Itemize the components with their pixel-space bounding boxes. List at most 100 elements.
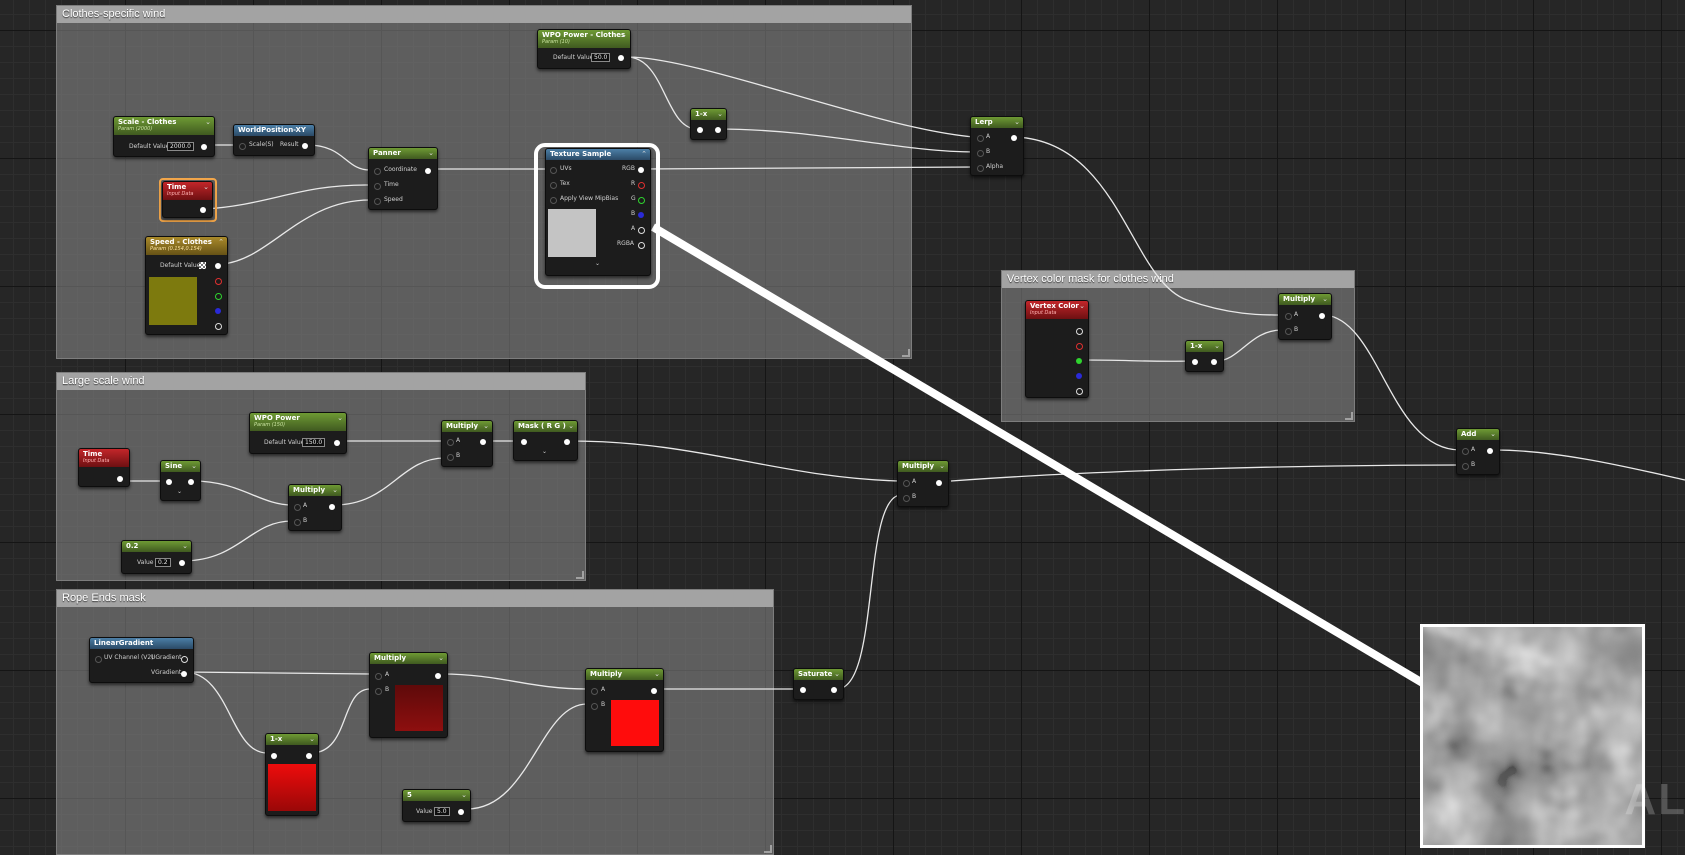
- output-pin-b[interactable]: [638, 212, 644, 218]
- node-lerp[interactable]: Lerp⌄ A B Alpha: [970, 116, 1024, 176]
- output-pin[interactable]: [715, 127, 721, 133]
- input-pin-coordinate[interactable]: [374, 168, 381, 175]
- output-pin-b[interactable]: [215, 308, 221, 314]
- output-pin-r[interactable]: [638, 182, 645, 189]
- chevron-down-icon[interactable]: ⌄: [309, 735, 315, 743]
- output-pin[interactable]: [306, 753, 312, 759]
- output-pin[interactable]: [334, 440, 340, 446]
- node-saturate[interactable]: Saturate⌄: [793, 668, 844, 700]
- chevron-down-icon[interactable]: ⌄: [203, 183, 209, 191]
- node-constant-0-2[interactable]: 0.2⌄ Value 0.2: [121, 540, 192, 574]
- chevron-down-icon[interactable]: ⌄: [939, 462, 945, 470]
- output-pin[interactable]: [480, 439, 486, 445]
- node-mask-r[interactable]: Mask ( R G )⌄ ⌄: [513, 420, 578, 461]
- input-pin-b[interactable]: [1462, 463, 1469, 470]
- output-pin-g[interactable]: [1076, 358, 1082, 364]
- output-pin-rgb[interactable]: [215, 263, 221, 269]
- value-field[interactable]: 0.2: [155, 558, 171, 567]
- input-pin-b[interactable]: [591, 703, 598, 710]
- value-field[interactable]: 5.0: [434, 807, 450, 816]
- input-pin[interactable]: [800, 687, 806, 693]
- input-pin-uvs[interactable]: [550, 167, 557, 174]
- output-pin[interactable]: [329, 504, 335, 510]
- node-linear-gradient[interactable]: LinearGradient UV Channel (V2) UGradient…: [89, 637, 194, 683]
- chevron-down-icon[interactable]: ⌄: [182, 542, 188, 550]
- input-pin-a[interactable]: [1462, 448, 1469, 455]
- node-texture-sample[interactable]: Texture Sample⌃ UVs Tex Apply View MipBi…: [545, 148, 651, 276]
- input-pin-a[interactable]: [591, 688, 598, 695]
- input-pin[interactable]: [271, 753, 277, 759]
- chevron-down-icon[interactable]: ⌄: [1490, 430, 1496, 438]
- input-pin-a[interactable]: [375, 673, 382, 680]
- output-pin-b[interactable]: [1076, 373, 1082, 379]
- input-pin-a[interactable]: [447, 439, 454, 446]
- output-pin[interactable]: [1487, 448, 1493, 454]
- input-pin-b[interactable]: [375, 688, 382, 695]
- chevron-down-icon[interactable]: ⌄: [1214, 342, 1220, 350]
- output-pin-vgradient[interactable]: [181, 671, 187, 677]
- chevron-down-icon[interactable]: ⌄: [595, 260, 601, 267]
- chevron-down-icon[interactable]: ⌄: [191, 462, 197, 470]
- node-world-position-xy[interactable]: WorldPosition-XY Scale(S) Result: [233, 124, 315, 156]
- input-pin-b[interactable]: [903, 495, 910, 502]
- checker-icon[interactable]: [199, 262, 206, 269]
- node-multiply-vertex[interactable]: Multiply⌄ A B: [1278, 293, 1332, 340]
- output-pin[interactable]: [1011, 135, 1017, 141]
- input-pin-b[interactable]: [977, 150, 984, 157]
- output-pin-a[interactable]: [1076, 388, 1083, 395]
- node-add[interactable]: Add⌄ A B: [1456, 428, 1500, 475]
- chevron-down-icon[interactable]: ⌄: [177, 488, 183, 495]
- chevron-down-icon[interactable]: ⌄: [1014, 118, 1020, 126]
- resize-handle[interactable]: [576, 571, 584, 579]
- input-pin-b[interactable]: [294, 519, 301, 526]
- output-pin-a[interactable]: [215, 323, 222, 330]
- output-pin-ugradient[interactable]: [181, 656, 188, 663]
- chevron-down-icon[interactable]: ⌄: [205, 118, 211, 126]
- output-pin-r[interactable]: [215, 278, 222, 285]
- output-pin[interactable]: [201, 144, 207, 150]
- input-pin-time[interactable]: [374, 183, 381, 190]
- input-pin[interactable]: [166, 479, 172, 485]
- comment-large-scale-wind[interactable]: Large scale wind: [56, 372, 586, 581]
- chevron-down-icon[interactable]: ⌄: [717, 110, 723, 118]
- chevron-down-icon[interactable]: ⌄: [483, 422, 489, 430]
- output-pin[interactable]: [188, 479, 194, 485]
- output-pin-r[interactable]: [1076, 343, 1083, 350]
- node-sine[interactable]: Sine⌄ ⌄: [160, 460, 201, 501]
- output-pin[interactable]: [179, 560, 185, 566]
- node-constant-5[interactable]: 5⌄ Value 5.0: [402, 789, 471, 822]
- output-pin[interactable]: [618, 55, 624, 61]
- chevron-down-icon[interactable]: ⌄: [438, 654, 444, 662]
- output-pin[interactable]: [1319, 313, 1325, 319]
- chevron-down-icon[interactable]: ⌄: [834, 670, 840, 678]
- chevron-down-icon[interactable]: ⌄: [337, 414, 343, 422]
- node-one-minus-c[interactable]: 1-x⌄: [265, 733, 319, 816]
- input-pin-alpha[interactable]: [977, 165, 984, 172]
- resize-handle[interactable]: [1345, 412, 1353, 420]
- input-pin-a[interactable]: [977, 135, 984, 142]
- output-pin-rgba[interactable]: [638, 242, 645, 249]
- chevron-down-icon[interactable]: ⌄: [542, 448, 548, 455]
- output-pin[interactable]: [117, 476, 123, 482]
- node-multiply-large-2[interactable]: Multiply⌄ A B: [288, 484, 342, 531]
- chevron-down-icon[interactable]: ⌄: [1322, 295, 1328, 303]
- node-panner[interactable]: Panner⌄ Coordinate Time Speed: [368, 147, 438, 210]
- resize-handle[interactable]: [902, 349, 910, 357]
- output-pin-rgb[interactable]: [1076, 328, 1083, 335]
- output-pin[interactable]: [1211, 359, 1217, 365]
- chevron-down-icon[interactable]: ⌄: [428, 149, 434, 157]
- node-one-minus-a[interactable]: 1-x⌄: [690, 108, 727, 140]
- value-field[interactable]: 150.0: [302, 438, 326, 447]
- chevron-down-icon[interactable]: ⌄: [1079, 302, 1085, 310]
- node-multiply-middle[interactable]: Multiply⌄ A B: [897, 460, 949, 507]
- input-pin-a[interactable]: [903, 480, 910, 487]
- node-multiply-rope-1[interactable]: Multiply⌄ A B: [369, 652, 448, 738]
- output-pin-rgb[interactable]: [638, 167, 644, 173]
- input-pin[interactable]: [1192, 359, 1198, 365]
